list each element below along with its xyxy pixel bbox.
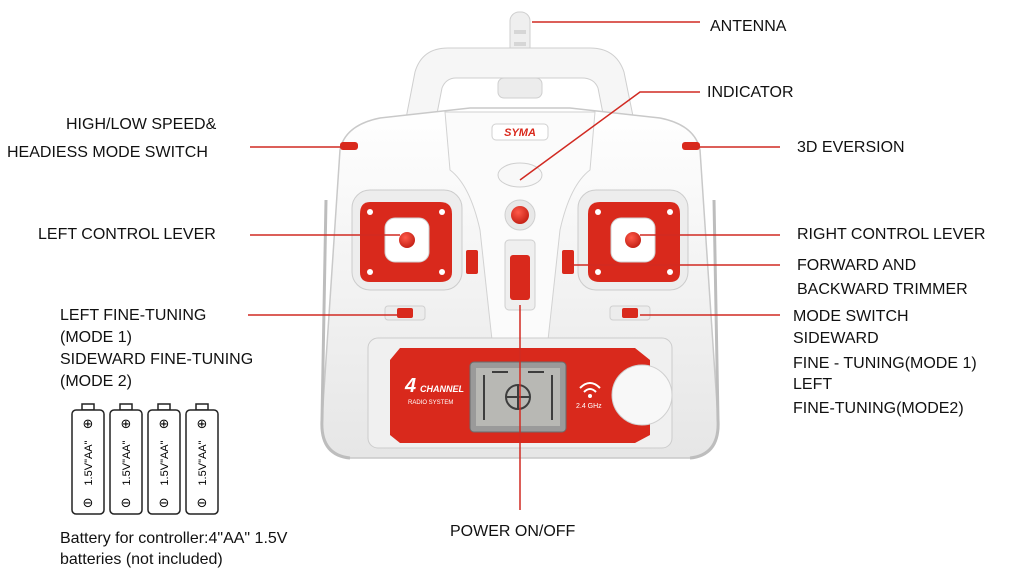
label-left-fine-3: SIDEWARD FINE-TUNING xyxy=(60,351,254,368)
svg-text:SYMA: SYMA xyxy=(504,127,536,139)
battery-minus-symbol: ⊖ xyxy=(159,496,170,511)
label-mode-switch: MODE SWITCH xyxy=(793,308,909,325)
batteries: ⊕ 1.5V"AA" ⊖ ⊕ 1.5V"AA" ⊖ ⊕ 1.5V"AA" ⊖ ⊕ 1.5V"AA" ⊖ xyxy=(71,403,219,515)
battery-plus-symbol: ⊕ xyxy=(197,417,208,432)
label-indicator: INDICATOR xyxy=(707,84,794,101)
svg-text:2.4 GHz: 2.4 GHz xyxy=(576,403,602,410)
label-speed-switch-2: HEADIESS MODE SWITCH xyxy=(7,144,208,161)
battery-cell-label: 1.5V"AA" xyxy=(159,440,171,485)
label-power-on-off: POWER ON/OFF xyxy=(450,523,576,540)
label-right-control-lever: RIGHT CONTROL LEVER xyxy=(797,226,986,243)
battery-cell-label: 1.5V"AA" xyxy=(197,440,209,485)
battery-minus-symbol: ⊖ xyxy=(121,496,132,511)
sideward-fine-tuning-trimmer[interactable] xyxy=(609,305,651,321)
svg-text:4: 4 xyxy=(404,375,416,397)
brand-logo: SYMA xyxy=(491,123,549,141)
right-control-stick[interactable] xyxy=(577,189,689,291)
battery-caption-line-2: batteries (not included) xyxy=(60,551,223,568)
label-speed-switch-1: HIGH/LOW SPEED& xyxy=(66,116,217,133)
battery-minus-symbol: ⊖ xyxy=(197,496,208,511)
center-button[interactable] xyxy=(504,199,536,231)
power-switch[interactable] xyxy=(504,239,536,311)
battery-plus-symbol: ⊕ xyxy=(83,417,94,432)
label-left-fine-1: LEFT FINE-TUNING xyxy=(60,307,207,324)
label-sideward-2: FINE - TUNING(MODE 1) xyxy=(793,355,977,372)
battery-minus-symbol: ⊖ xyxy=(83,496,94,511)
leader-lines xyxy=(248,21,780,510)
label-sideward-4: FINE-TUNING(MODE2) xyxy=(793,400,964,417)
battery-cell-label: 1.5V"AA" xyxy=(83,440,95,485)
label-left-control-lever: LEFT CONTROL LEVER xyxy=(38,226,216,243)
label-sideward-1: SIDEWARD xyxy=(793,330,879,347)
forward-backward-trimmer[interactable] xyxy=(562,250,574,274)
battery-cell: ⊕ 1.5V"AA" ⊖ xyxy=(109,403,143,515)
left-control-stick[interactable] xyxy=(351,189,463,291)
label-trimmer-2: BACKWARD TRIMMER xyxy=(797,281,968,298)
battery-caption-line-1: Battery for controller:4"AA" 1.5V xyxy=(60,530,288,547)
battery-cell: ⊕ 1.5V"AA" ⊖ xyxy=(71,403,105,515)
svg-text:RADIO SYSTEM: RADIO SYSTEM xyxy=(408,400,453,406)
battery-cell: ⊕ 1.5V"AA" ⊖ xyxy=(147,403,181,515)
label-3d-eversion: 3D EVERSION xyxy=(797,139,905,156)
svg-text:CHANNEL: CHANNEL xyxy=(420,384,464,394)
battery-cell: ⊕ 1.5V"AA" ⊖ xyxy=(185,403,219,515)
label-left-fine-2: (MODE 1) xyxy=(60,329,132,346)
left-fine-tuning-trimmer[interactable] xyxy=(384,305,426,321)
left-vertical-trimmer[interactable] xyxy=(466,250,478,274)
battery-caption: Battery for controller:4"AA" 1.5V batter… xyxy=(60,528,287,570)
label-left-fine-4: (MODE 2) xyxy=(60,373,132,390)
indicator-light xyxy=(497,162,543,188)
battery-plus-symbol: ⊕ xyxy=(121,417,132,432)
label-trimmer-1: FORWARD AND xyxy=(797,257,917,274)
battery-cell-label: 1.5V"AA" xyxy=(121,440,133,485)
speaker-grille xyxy=(611,364,673,426)
label-antenna: ANTENNA xyxy=(710,18,787,35)
battery-plus-symbol: ⊕ xyxy=(159,417,170,432)
label-sideward-3: LEFT xyxy=(793,376,833,393)
